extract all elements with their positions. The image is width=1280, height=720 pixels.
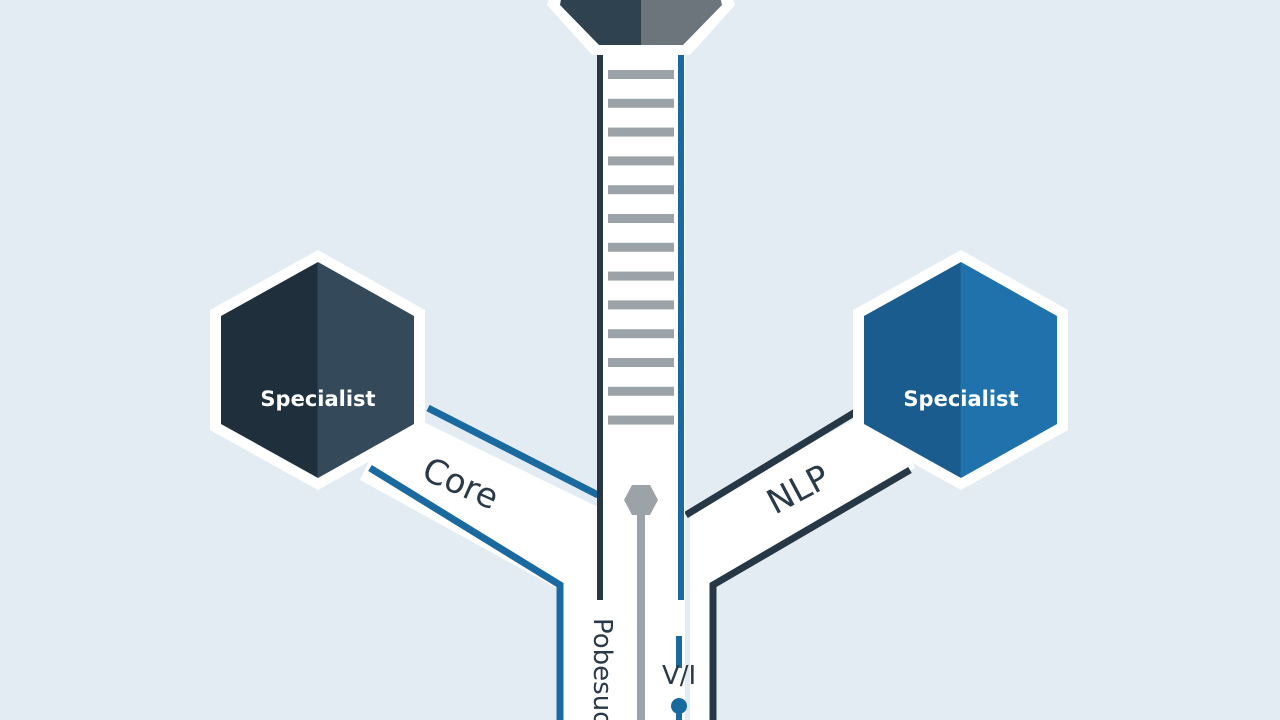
- stem-rung: [608, 415, 674, 425]
- right-branch-band: [690, 405, 915, 720]
- stem-rung: [608, 214, 674, 223]
- stem-rung: [608, 242, 674, 252]
- right-branch: NLP: [684, 405, 915, 720]
- stem-rung: [608, 185, 674, 195]
- stem-rung: [608, 358, 674, 367]
- stem-left-text: Pobesuo: [587, 618, 617, 720]
- stem-rung: [608, 70, 674, 79]
- left-branch-inner-line: [368, 465, 564, 720]
- stem-rung: [608, 98, 674, 108]
- left-specialist-node: Specialist: [210, 250, 425, 490]
- stem-rung: [608, 156, 674, 166]
- left-branch-outer-line: [426, 404, 600, 499]
- stem-rung: [608, 271, 674, 281]
- right-branch-lower-line: [709, 466, 912, 720]
- right-specialist-node: Specialist: [853, 250, 1068, 490]
- stem-rung: [608, 329, 674, 339]
- left-branch: Core: [360, 404, 600, 720]
- right-node-hex: [864, 262, 1057, 478]
- stem-rungs: [608, 70, 674, 425]
- stem-rung: [608, 300, 674, 310]
- left-node-label: Specialist: [260, 387, 375, 411]
- central-stem: Pobesuo V/I: [587, 40, 696, 720]
- stem-right-text: V/I: [662, 661, 696, 691]
- stem-pin-head: [624, 485, 658, 515]
- stem-rung: [608, 127, 674, 137]
- right-branch-upper-line: [684, 405, 864, 518]
- top-node: [547, 0, 735, 55]
- top-node-hex: [560, 0, 722, 45]
- left-node-hex: [221, 262, 414, 478]
- left-branch-band: [360, 408, 600, 720]
- right-node-label: Specialist: [903, 387, 1018, 411]
- stem-rung: [608, 386, 674, 396]
